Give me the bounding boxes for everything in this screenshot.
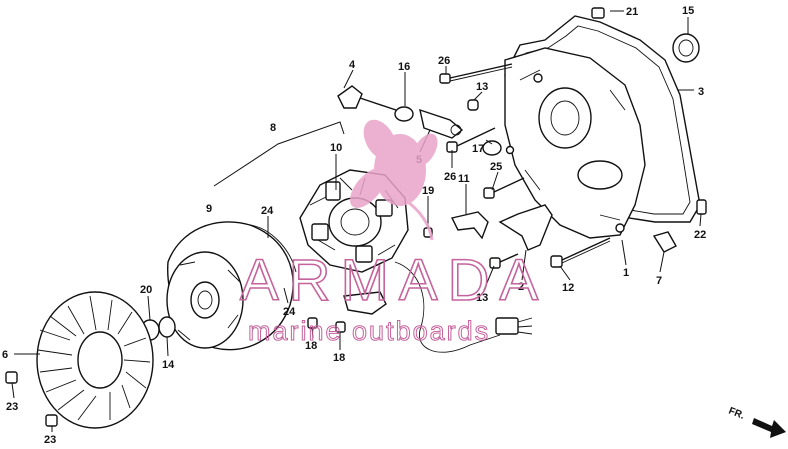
bolt-23-lower [45,414,58,427]
callout-23: 23 [44,434,56,446]
watermark-tagline: marine outboards [248,316,490,346]
callout-2: 2 [518,281,524,293]
callout-16: 16 [398,61,410,73]
callout-21: 21 [626,6,638,18]
watermark-brand: ARMADA [240,248,548,313]
stator-harness [394,261,501,353]
callout-15: 15 [682,5,694,17]
washer-13-upper [467,99,479,111]
callout-9: 9 [206,203,212,215]
dowel-pin [591,7,605,19]
callout-18: 18 [333,352,345,364]
flower-logo-icon [350,119,438,241]
callout-11: 11 [458,173,470,185]
bolt-26-upper [439,63,513,84]
callout-13: 13 [476,81,488,93]
callout-17: 17 [472,143,484,155]
stator [299,169,409,273]
callout-8: 8 [270,122,276,134]
crankcase-cover [504,47,646,239]
callout-6: 6 [2,349,8,361]
flywheel [166,221,297,351]
callout-24: 24 [261,205,274,217]
grommet-17 [482,140,502,156]
bolt-25 [483,177,525,199]
callout-20: 20 [140,284,152,296]
callout-7: 7 [656,275,662,287]
callout-18: 18 [305,340,317,352]
callout-23: 23 [6,401,18,413]
watermark: ARMADA marine outboards [239,119,548,347]
bolt-13-lower [489,253,519,269]
bolt-22 [696,199,707,215]
callout-numbers: 21 15 3 26 13 4 16 8 10 5 17 26 25 11 19… [2,5,706,446]
callout-24: 24 [283,306,296,318]
callout-4: 4 [349,59,356,71]
cooling-fan [36,291,154,429]
washer-14 [158,316,176,338]
callout-14: 14 [162,359,175,371]
callout-13: 13 [476,292,488,304]
callout-22: 22 [694,229,706,241]
callout-3: 3 [698,86,704,98]
callout-12: 12 [562,282,574,294]
bracket-7 [652,231,677,253]
bolt-12 [550,237,611,268]
callout-10: 10 [330,142,342,154]
callout-25: 25 [490,161,502,173]
callout-1: 1 [623,267,629,279]
front-direction-indicator: FR. [727,406,786,438]
oil-seal [672,33,700,63]
stator-bracket [343,291,387,315]
direction-label: FR. [727,406,746,422]
callout-26: 26 [438,55,450,67]
leader-lines [11,10,702,432]
callout-19: 19 [422,185,434,197]
bolt-23-upper [5,371,18,384]
callout-26: 26 [444,171,456,183]
front-arrow-icon [752,418,786,438]
wire-clamp [450,211,489,240]
cable-clamp [498,204,553,251]
harness-connector [495,317,533,335]
pulser-coil [337,85,464,139]
